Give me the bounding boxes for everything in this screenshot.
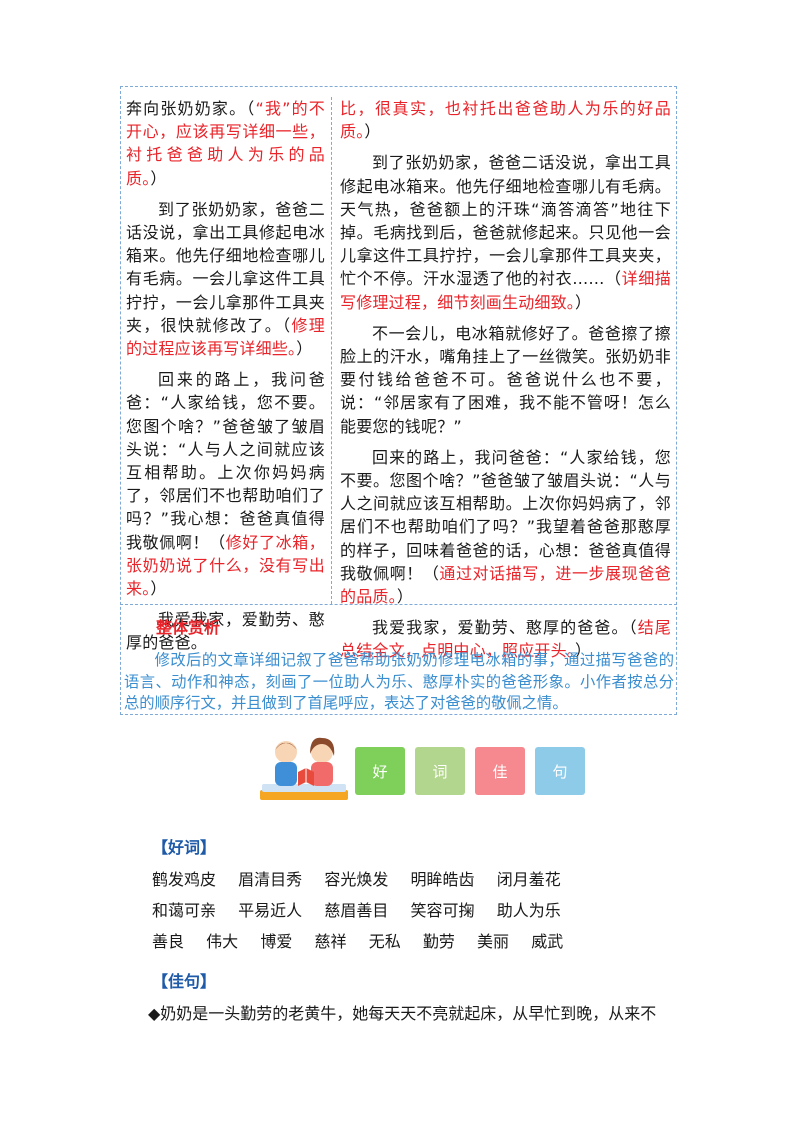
summary-title: 整体赏析: [156, 618, 221, 637]
tag-good: 好: [355, 747, 405, 795]
tag-label: 词: [432, 762, 448, 781]
right-paragraph-2: 到了张奶奶家，爸爸二话没说，拿出工具修起电冰箱来。他先仔细地检查哪儿有毛病。天气…: [340, 153, 671, 312]
left-paragraph-1: 奔向张奶奶家。（“我”的不开心，应该再写详细一些，衬托爸爸助人为乐的品质。）: [126, 99, 325, 188]
right-paragraph-3: 不一会儿，电冰箱就修好了。爸爸擦了擦脸上的汗水，嘴角挂上了一丝微笑。张奶奶非要付…: [340, 323, 671, 436]
divider: [120, 604, 677, 605]
sentence-1: ◆奶奶是一头勤劳的老黄牛，她每天天不亮就起床，从早忙到晚，从来不: [148, 1004, 657, 1023]
left-paragraph-2: 到了张奶奶家，爸爸二话没说，拿出工具修起电冰箱来。他先仔细地检查哪儿有毛病。一会…: [126, 199, 325, 359]
tag-label: 句: [552, 762, 568, 781]
good-words-heading: 【好词】: [152, 838, 217, 857]
word-row-1: 鹤发鸡皮 眉清目秀 容光焕发 明眸皓齿 闭月羞花: [152, 870, 561, 889]
summary-text: 修改后的文章详细记叙了爸爸帮助张奶奶修理电冰箱的事，通过描写爸爸的语言、动作和神…: [124, 651, 674, 712]
tag-label: 好: [372, 762, 388, 781]
good-sentences-heading: 【佳句】: [152, 972, 217, 991]
comment: 修好了冰箱，张奶奶说了什么，没有写出来。: [126, 532, 326, 599]
tag-fine: 佳: [475, 747, 525, 795]
comment: 比，很真实，也衬托出爸爸助人为乐的好品质。: [340, 99, 671, 142]
reading-kids-illustration: [260, 737, 348, 800]
right-paragraph-5: 我爱我家，爱勤劳、憨厚的爸爸。（结尾总结全文，点明中心，照应开头。）: [340, 618, 671, 661]
left-paragraph-3: 回来的路上，我问爸爸：“人家给钱，您不要。您图个啥？”爸爸皱了皱眉头说：“人与人…: [126, 370, 326, 599]
tag-word: 词: [415, 747, 465, 795]
tag-label: 佳: [492, 762, 508, 781]
original-essay-column: 奔向张奶奶家。（“我”的不开心，应该再写详细一些，衬托爸爸助人为乐的品质。） 到…: [120, 97, 332, 652]
word-row-3: 善良 伟大 博爱 慈祥 无私 勤劳 美丽 威武: [152, 932, 564, 951]
comment: 结尾总结全文，点明中心，照应开头。: [340, 618, 671, 661]
tag-sentence: 句: [535, 747, 585, 795]
comment: “我”的不开心，应该再写详细一些，衬托爸爸助人为乐的品质。: [126, 99, 325, 188]
right-paragraph-1: 比，很真实，也衬托出爸爸助人为乐的好品质。）: [340, 99, 671, 142]
word-row-2: 和蔼可亲 平易近人 慈眉善目 笑容可掬 助人为乐: [152, 901, 561, 920]
left-paragraph-4: 我爱我家，爱勤劳、憨厚的爸爸。: [126, 610, 325, 653]
comment: 修理的过程应该再写详细些。: [126, 315, 325, 359]
comment: 通过对话描写，进一步展现爸爸的品质。: [340, 563, 671, 607]
essay-frame: [120, 86, 677, 715]
comment: 详细描写修理过程，细节刻画生动细致。: [340, 269, 671, 312]
revised-essay-column: 比，很真实，也衬托出爸爸助人为乐的好品质。） 到了张奶奶家，爸爸二话没说，拿出工…: [334, 97, 677, 660]
right-paragraph-4: 回来的路上，我问爸爸：“人家给钱，您不要。您图个啥？”爸爸皱了皱眉头说：“人与人…: [340, 447, 671, 607]
